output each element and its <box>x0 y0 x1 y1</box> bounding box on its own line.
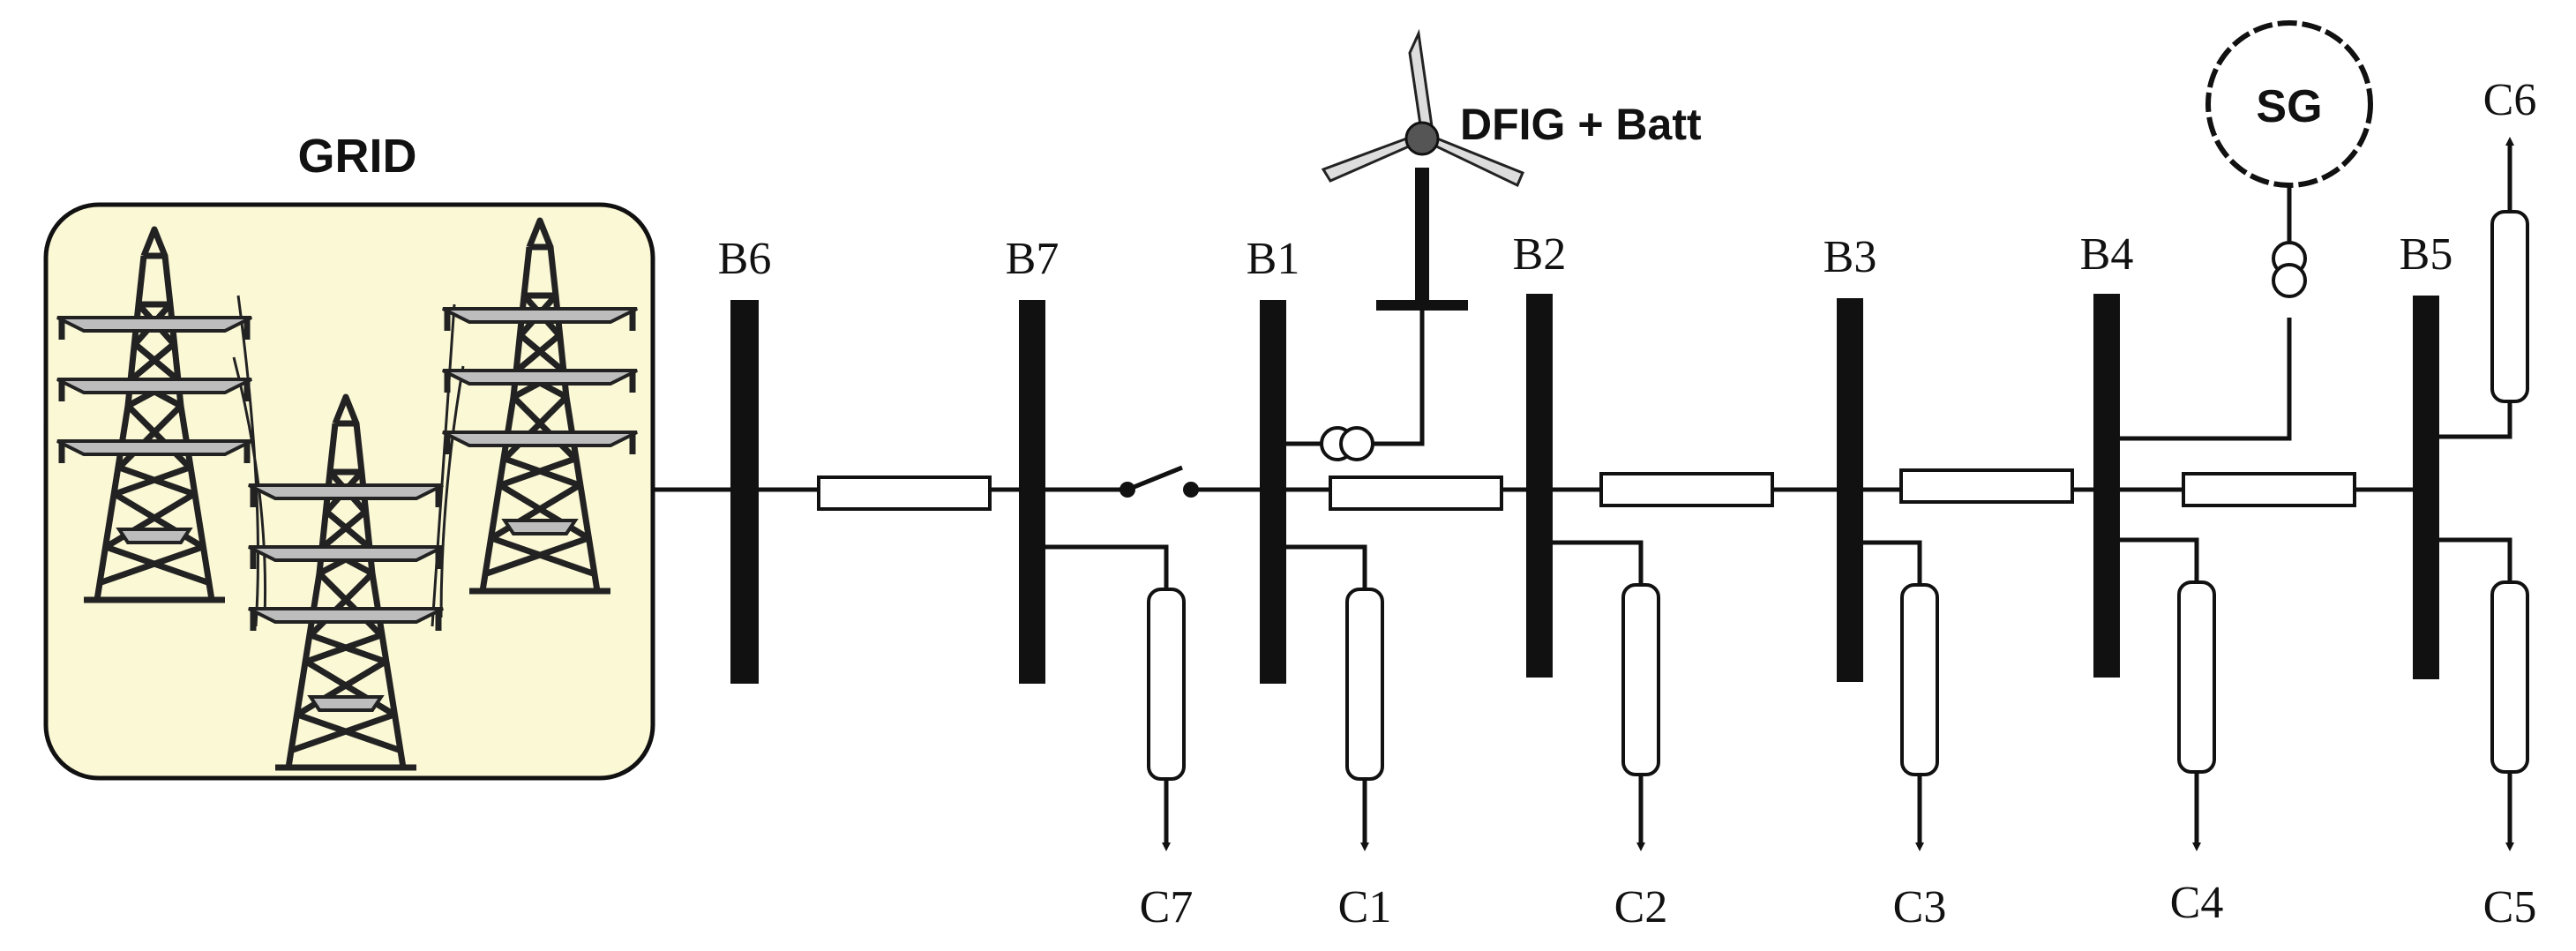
bus-label-b5: B5 <box>2400 229 2453 280</box>
bus-bar-b2[interactable] <box>1526 294 1553 678</box>
sg-generator-circle <box>2205 20 2373 188</box>
load-c2[interactable] <box>1553 540 1660 851</box>
load-label-c3: C3 <box>1893 882 1947 932</box>
dfig-unit[interactable]: DFIG + Batt <box>1286 28 1702 461</box>
line-impedance-b4-b5 <box>2182 472 2356 507</box>
turbine-tower <box>1415 168 1429 300</box>
bus-bar-b4[interactable] <box>2093 294 2120 678</box>
load-c7[interactable] <box>1045 544 1186 851</box>
loads: C7 C1 C2 C3 C4 C5 C6 <box>1045 75 2536 932</box>
dfig-label: DFIG + Batt <box>1460 100 1702 149</box>
switch-blade[interactable] <box>1127 465 1183 492</box>
bus-bar-b5[interactable] <box>2413 296 2439 679</box>
load-c5[interactable] <box>2439 537 2529 851</box>
load-label-c6: C6 <box>2483 75 2537 125</box>
bus-label-b3: B3 <box>1823 232 1877 282</box>
load-c4[interactable] <box>2120 537 2216 851</box>
bus-bar-b3[interactable] <box>1837 298 1863 682</box>
bus-label-b2: B2 <box>1513 229 1567 280</box>
load-c1[interactable] <box>1286 544 1384 851</box>
bus-label-b1: B1 <box>1247 234 1300 284</box>
load-label-c5: C5 <box>2483 882 2537 932</box>
load-c3[interactable] <box>1863 540 1939 851</box>
turbine-hub <box>1404 121 1440 156</box>
line-impedance-b3-b4 <box>1899 468 2074 504</box>
grid-label: GRID <box>298 130 417 183</box>
line-impedance-b2-b3 <box>1599 472 1774 507</box>
line-impedance-b1-b2 <box>1329 476 1503 511</box>
load-label-c4: C4 <box>2170 878 2224 928</box>
turbine-blade-left <box>1321 135 1419 183</box>
load-c6[interactable] <box>2439 137 2529 439</box>
bus-label-b7: B7 <box>1006 234 1060 284</box>
load-label-c7: C7 <box>1140 882 1194 932</box>
sg-label: SG <box>2256 81 2322 132</box>
load-label-c2: C2 <box>1614 882 1668 932</box>
bus-label-b4: B4 <box>2080 229 2134 280</box>
load-label-c1: C1 <box>1338 882 1392 932</box>
turbine-blade-up <box>1408 28 1434 139</box>
sg-transformer-winding-2 <box>2272 263 2307 298</box>
dfig-local-bus <box>1376 300 1468 311</box>
dfig-transformer-winding-2 <box>1339 426 1374 461</box>
bus-label-b6: B6 <box>718 234 772 284</box>
grid-block: GRID <box>43 130 655 781</box>
main-feeder <box>653 465 2426 511</box>
line-impedance-b6-b7 <box>817 476 992 511</box>
bus-bar-b6[interactable] <box>730 300 759 684</box>
bus-bar-b1[interactable] <box>1260 300 1286 684</box>
bus-bars: B6 B7 B1 B2 B3 B4 B5 <box>718 229 2453 684</box>
sg-unit[interactable]: SG <box>2120 20 2373 441</box>
bus-bar-b7[interactable] <box>1019 300 1045 684</box>
